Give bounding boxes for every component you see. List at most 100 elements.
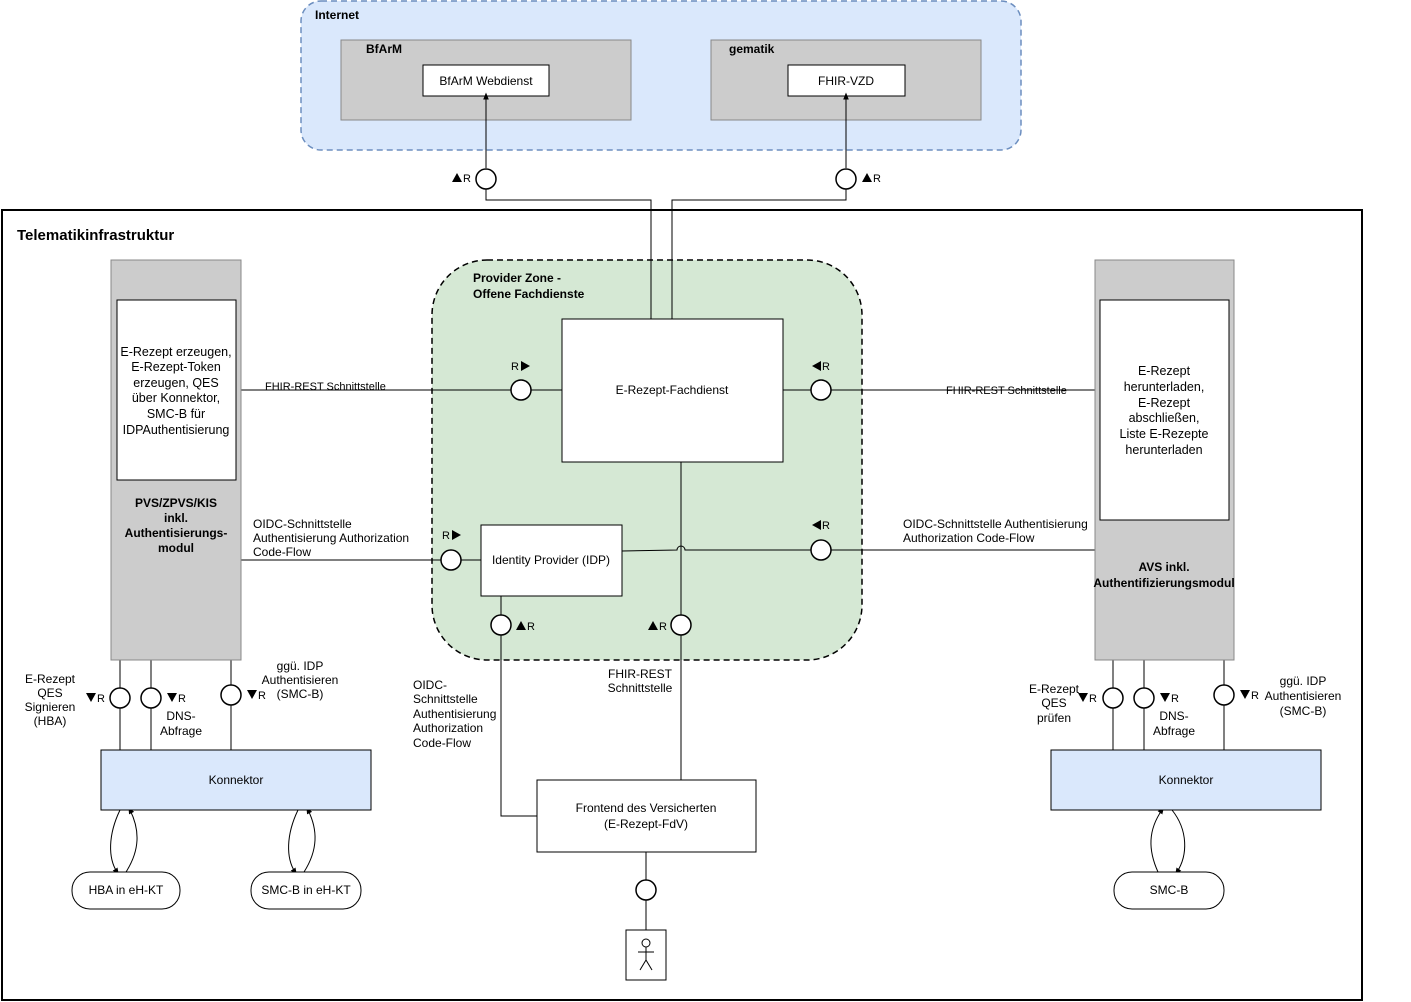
port-idp-right <box>810 539 832 561</box>
pvs-desc-line: IDPAuthentisierung <box>123 423 230 437</box>
avs-desc-line: herunterladen <box>1125 443 1202 457</box>
ti-label: Telematikinfrastruktur <box>17 227 174 244</box>
konnektor-left-label: Konnektor <box>209 773 264 787</box>
smcb-card-right: SMC-B <box>1113 871 1225 910</box>
user-actor-icon <box>625 929 667 981</box>
port-fachdienst-fdv <box>670 614 692 636</box>
konnektor-left: Konnektor <box>100 749 372 811</box>
port-fachdienst-left <box>510 379 532 401</box>
triangle-down-icon <box>1078 693 1088 702</box>
oidc-right-label: Authorization Code-Flow <box>903 531 1035 545</box>
oidc-fdv-label: Code-Flow <box>413 736 471 750</box>
pvs-desc-line: über Konnektor, <box>132 391 220 405</box>
read-marker: R <box>822 520 830 532</box>
read-marker: R <box>97 693 105 705</box>
oidc-left-label: OIDC-Schnittstelle <box>253 517 352 531</box>
avs-label-line: AVS inkl. <box>1138 560 1189 574</box>
qes-left-label: Signieren <box>25 700 76 714</box>
konnektor-right-label: Konnektor <box>1159 773 1214 787</box>
port-idp-fdv <box>490 614 512 636</box>
dns-left-label: DNS- <box>166 709 195 723</box>
fdv-box: Frontend des Versicherten (E-Rezept-FdV) <box>536 779 757 853</box>
fachdienst-box: E-Rezept-Fachdienst <box>561 318 784 463</box>
port-konnektor-left-dns <box>140 687 162 709</box>
triangle-down-icon <box>167 693 177 702</box>
qes-left-label: (HBA) <box>34 714 67 728</box>
fhir-fdv-label: Schnittstelle <box>608 681 673 695</box>
qes-right-label: prüfen <box>1037 711 1071 725</box>
idp-port-left-label: (SMC-B) <box>277 687 324 701</box>
qes-right-label: E-Rezept <box>1029 682 1080 696</box>
port-konnektor-left-qes <box>109 687 131 709</box>
read-markers: R R R R R R R R R R R R R R <box>86 173 1259 705</box>
port-fachdienst-right <box>810 379 832 401</box>
avs-desc-line: herunterladen, <box>1124 380 1205 394</box>
dns-right-label: Abfrage <box>1153 724 1195 738</box>
gematik-label: gematik <box>729 42 775 56</box>
dns-right-label: DNS- <box>1159 709 1188 723</box>
pvs-label-line: PVS/ZPVS/KIS <box>135 496 217 510</box>
triangle-left-icon <box>812 520 821 530</box>
idp-label: Identity Provider (IDP) <box>492 553 610 567</box>
idp-port-left-label: Authentisieren <box>262 673 339 687</box>
triangle-left-icon <box>812 361 821 371</box>
fdv-label-line2: (E-Rezept-FdV) <box>604 817 688 831</box>
pvs-label-line: inkl. <box>164 511 188 525</box>
fachdienst-label: E-Rezept-Fachdienst <box>616 383 729 397</box>
read-marker: R <box>1251 690 1259 702</box>
read-marker: R <box>659 621 667 633</box>
oidc-fdv-label: Authorization <box>413 721 483 735</box>
port-idp-left <box>440 549 462 571</box>
read-marker: R <box>527 621 535 633</box>
smcb-right-label: SMC-B <box>1150 883 1189 897</box>
read-marker: R <box>1171 693 1179 705</box>
hba-card: HBA in eH-KT <box>71 871 181 910</box>
dns-left-label: Abfrage <box>160 724 202 738</box>
konnektor-right: Konnektor <box>1050 749 1322 811</box>
qes-left-label: E-Rezept <box>25 672 76 686</box>
smcb-left-label: SMC-B in eH-KT <box>261 883 351 897</box>
pvs-system: E-Rezept erzeugen, E-Rezept-Token erzeug… <box>110 259 242 661</box>
port-konnektor-right-idp <box>1213 684 1235 706</box>
port-konnektor-left-idp <box>220 684 242 706</box>
triangle-up-icon <box>452 173 462 182</box>
internet-label: Internet <box>315 8 359 22</box>
oidc-left-label: Authentisierung Authorization <box>253 531 409 545</box>
idp-port-right-label: ggü. IDP <box>1280 674 1327 688</box>
oidc-left-label: Code-Flow <box>253 545 311 559</box>
oidc-fdv-label: Schnittstelle <box>413 692 478 706</box>
bfarm-webdienst: BfArM Webdienst <box>439 74 533 88</box>
avs-label-line: Authentifizierungsmodul <box>1093 576 1234 590</box>
qes-right-label: QES <box>1041 696 1066 710</box>
fhir-vzd: FHIR-VZD <box>818 74 874 88</box>
port-konnektor-right-qes <box>1102 687 1124 709</box>
smcb-card-left: SMC-B in eH-KT <box>250 871 362 910</box>
fhir-rest-right-label: FHIR-REST Schnittstelle <box>946 385 1067 397</box>
pvs-desc-line: E-Rezept erzeugen, <box>120 345 231 359</box>
qes-left-label: QES <box>37 686 62 700</box>
pvs-desc-line: SMC-B für <box>147 407 205 421</box>
oidc-fdv-label: OIDC- <box>413 678 447 692</box>
read-marker: R <box>463 173 471 185</box>
port-fhir-vzd <box>835 168 857 190</box>
fhir-rest-left-label: FHIR-REST Schnittstelle <box>265 381 386 393</box>
avs-desc-line: abschließen, <box>1129 411 1200 425</box>
triangle-up-icon <box>648 621 658 630</box>
pvs-desc-line: E-Rezept-Token <box>131 360 221 374</box>
read-marker: R <box>511 361 519 373</box>
avs-desc-line: E-Rezept <box>1138 364 1191 378</box>
idp-port-left-label: ggü. IDP <box>277 659 324 673</box>
interface-ports <box>109 168 1235 901</box>
idp-box: Identity Provider (IDP) <box>480 524 623 597</box>
provider-zone-line1: Provider Zone - <box>473 271 561 285</box>
triangle-down-icon <box>1160 693 1170 702</box>
triangle-down-icon <box>86 693 96 702</box>
avs-desc-line: Liste E-Rezepte <box>1120 427 1209 441</box>
hba-label: HBA in eH-KT <box>89 883 164 897</box>
idp-port-right-label: (SMC-B) <box>1280 704 1327 718</box>
provider-zone-line2: Offene Fachdienste <box>473 287 585 301</box>
avs-desc-line: E-Rezept <box>1138 396 1191 410</box>
triangle-down-icon <box>1240 690 1250 699</box>
triangle-down-icon <box>247 690 257 699</box>
